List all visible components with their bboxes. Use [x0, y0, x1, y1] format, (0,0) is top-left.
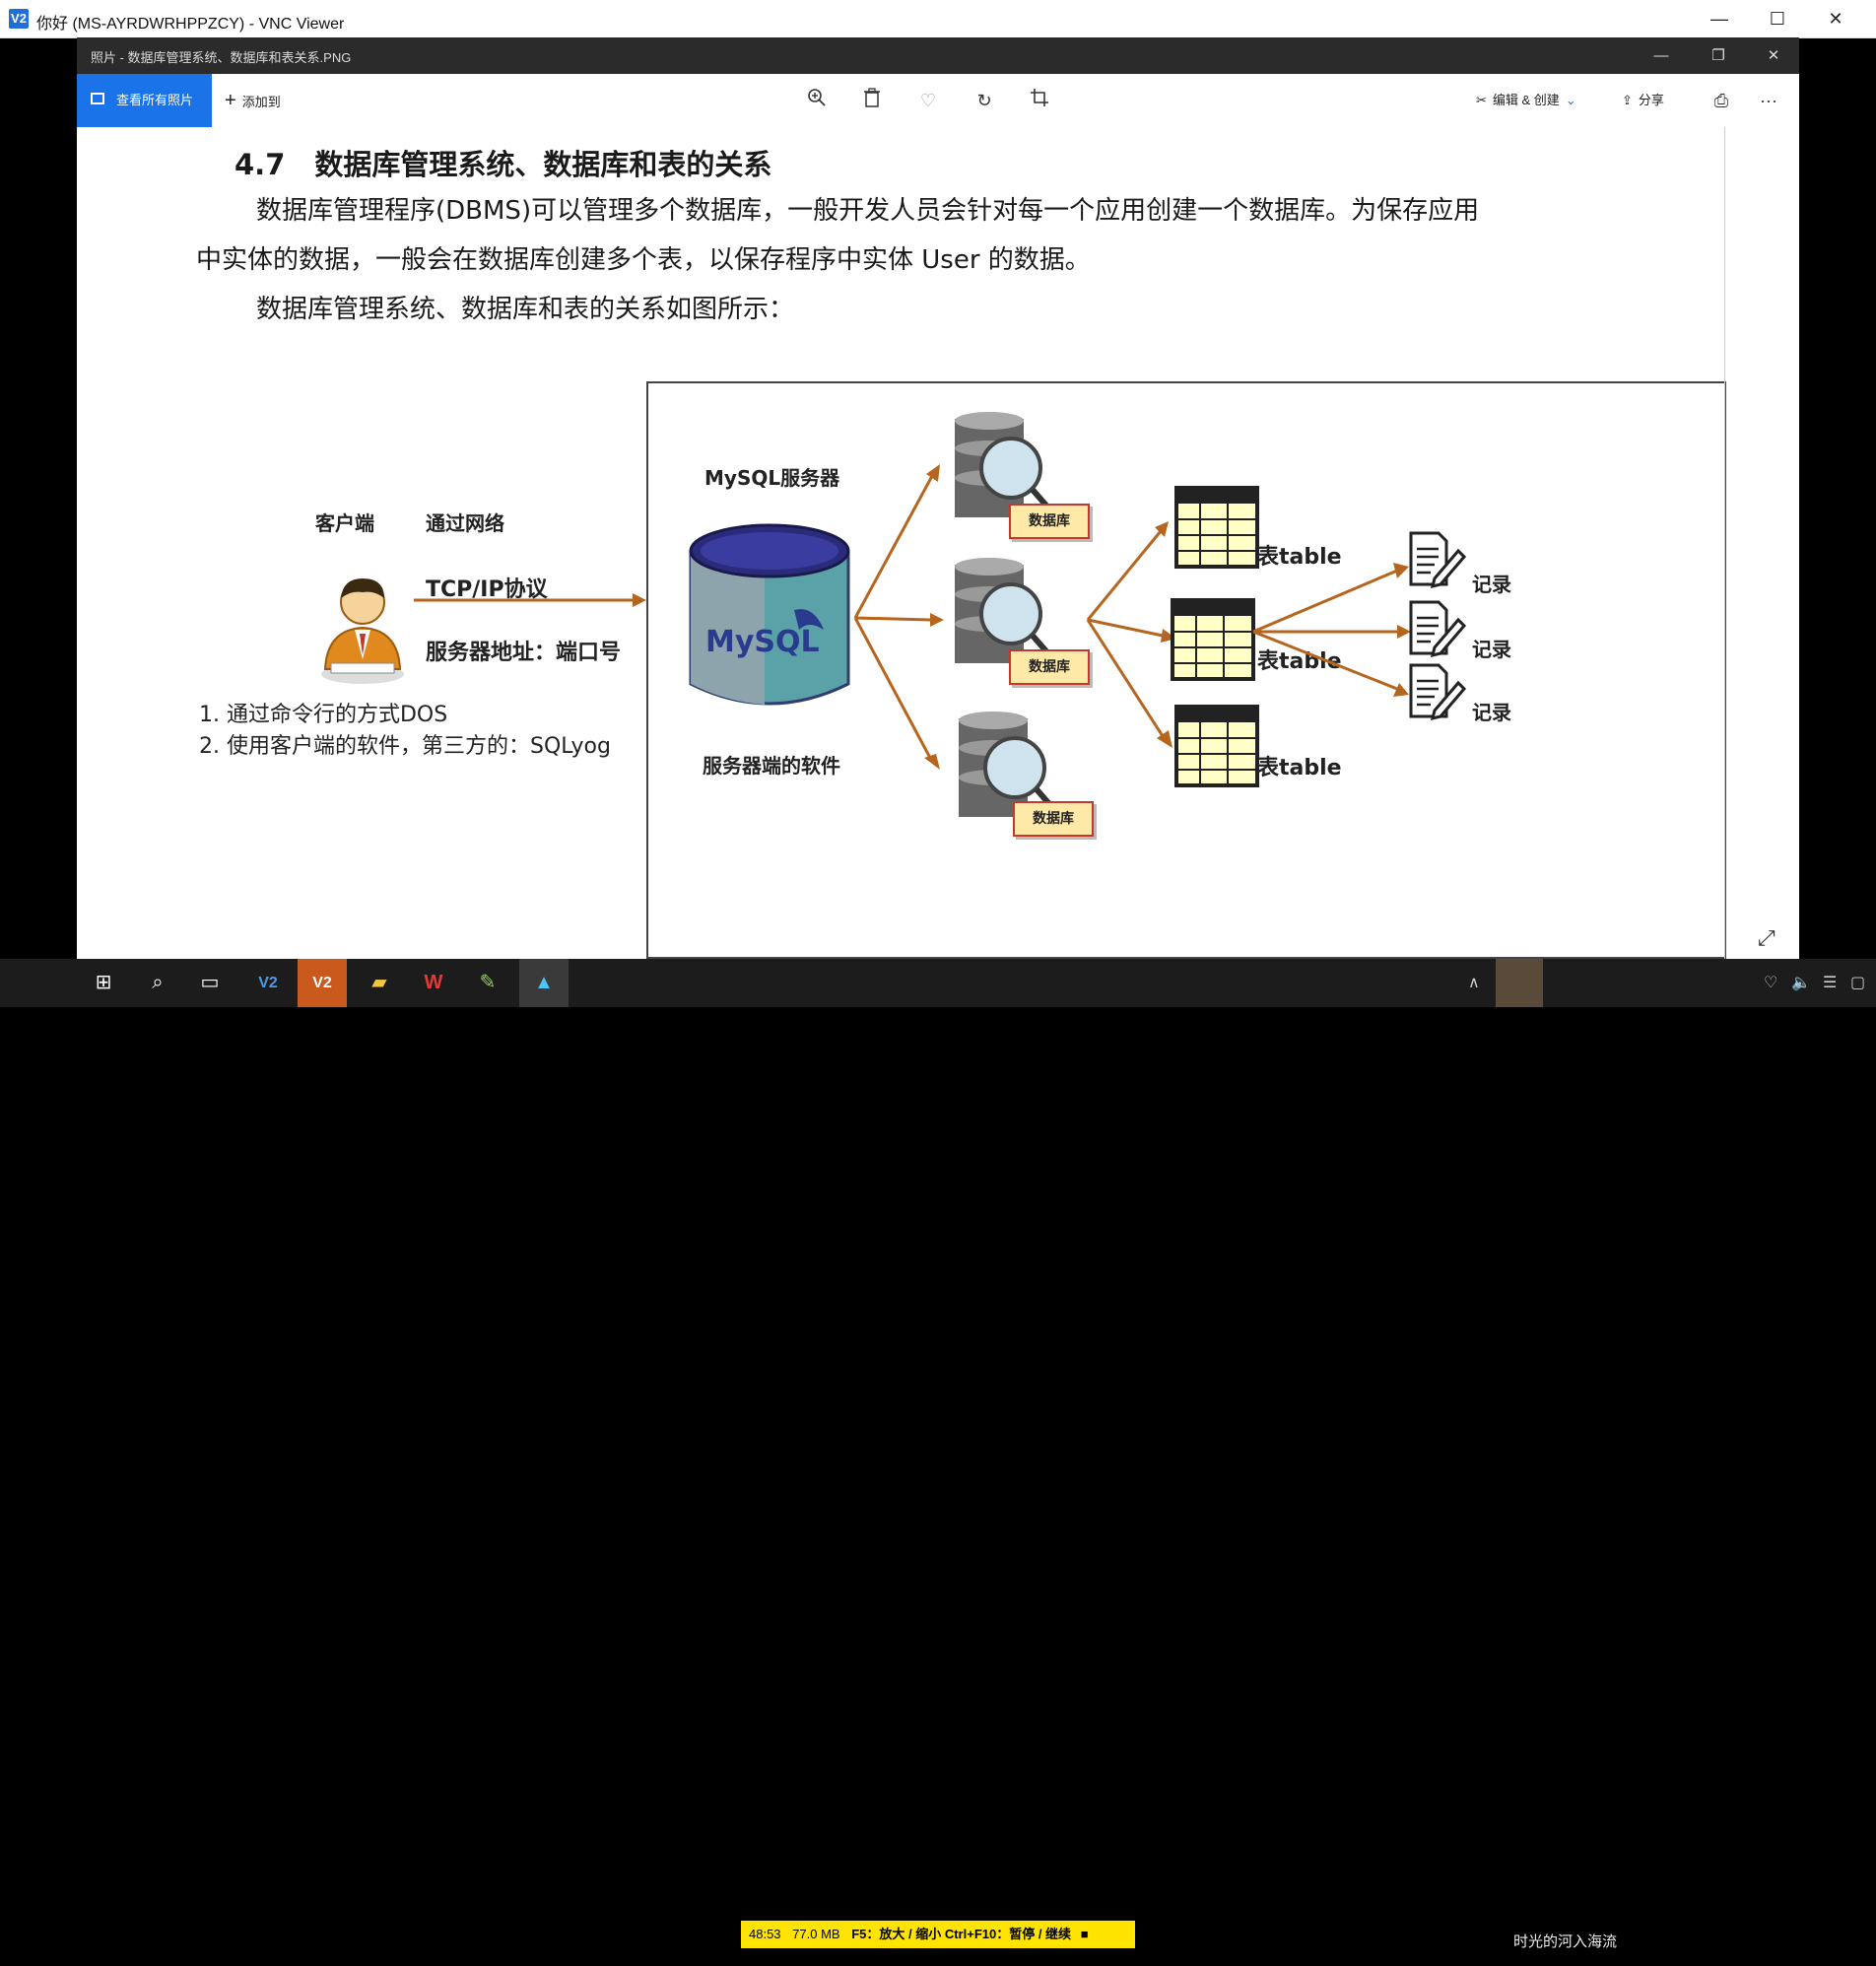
- start-windows-icon[interactable]: ⊞: [95, 972, 112, 993]
- photos-minimize-button[interactable]: —: [1653, 47, 1669, 64]
- photos-toolbar: 查看所有照片 + 添加到 ♡ ↻ ✂ 编辑 & 创建 ⌄ ⇪ 分享 ⎙ ···: [77, 74, 1799, 127]
- notification-icon[interactable]: ▢: [1850, 975, 1866, 991]
- database-3-icon: [959, 712, 1052, 817]
- vnc-window-title: 你好 (MS-AYRDWRHPPZCY) - VNC Viewer: [36, 16, 345, 33]
- crop-icon[interactable]: [1027, 88, 1052, 113]
- status-hint: F5：放大 / 缩小 Ctrl+F10：暂停 / 继续: [851, 1927, 1072, 1941]
- vnc-taskbar-icon[interactable]: V2: [258, 975, 278, 991]
- database-1-icon: [955, 412, 1048, 517]
- plus-icon: +: [225, 90, 236, 111]
- add-to-button[interactable]: + 添加到: [225, 74, 281, 127]
- edit-icon: ✂: [1476, 93, 1487, 107]
- table-2-icon: [1171, 598, 1255, 681]
- status-time: 48:53: [749, 1927, 781, 1941]
- section-title: 数据库管理系统、数据库和表的关系: [314, 148, 772, 181]
- vnc-titlebar: V2 你好 (MS-AYRDWRHPPZCY) - VNC Viewer — ☐…: [0, 0, 1876, 38]
- table-1-icon: [1174, 486, 1259, 569]
- tray-chevron-up-icon[interactable]: ∧: [1468, 975, 1480, 991]
- table-1-label: 表table: [1257, 545, 1342, 570]
- share-button[interactable]: ⇪ 分享: [1622, 74, 1664, 127]
- view-all-label: 查看所有照片: [116, 93, 194, 107]
- file-explorer-icon[interactable]: ▰: [371, 972, 387, 993]
- edit-create-label: 编辑 & 创建: [1492, 93, 1560, 107]
- photos-restore-button[interactable]: ❐: [1711, 47, 1725, 64]
- record-1-icon: [1409, 531, 1466, 589]
- address-label: 服务器地址：端口号: [426, 641, 622, 665]
- photo-icon: [91, 93, 104, 104]
- search-icon[interactable]: ⌕: [152, 972, 164, 993]
- server-to-db-arrows: [853, 464, 944, 770]
- photos-title: 照片 - 数据库管理系统、数据库和表关系.PNG: [91, 50, 352, 65]
- method-2-label: 2. 使用客户端的软件，第三方的：SQLyog: [199, 734, 611, 759]
- view-all-photos-button[interactable]: 查看所有照片: [77, 74, 212, 127]
- paragraph-line-2: 中实体的数据，一般会在数据库创建多个表，以保存程序中实体 User 的数据。: [196, 245, 1091, 275]
- chevron-down-icon: ⌄: [1565, 93, 1576, 107]
- vnc-minimize-button[interactable]: —: [1710, 9, 1728, 29]
- mysql-logo-text: MySQL: [705, 625, 820, 659]
- user-person-icon: [321, 578, 404, 684]
- delete-icon[interactable]: [859, 88, 885, 113]
- record-1-label: 记录: [1472, 573, 1511, 596]
- network-label: 通过网络: [426, 511, 504, 535]
- table-to-record-arrows: [1252, 563, 1411, 697]
- photo-canvas: 4.7 数据库管理系统、数据库和表的关系 数据库管理程序(DBMS)可以管理多个数…: [77, 127, 1799, 959]
- section-heading: 4.7 数据库管理系统、数据库和表的关系: [234, 142, 771, 183]
- recording-status-bar: 48:53 77.0 MB F5：放大 / 缩小 Ctrl+F10：暂停 / 继…: [741, 1921, 1135, 1948]
- rotate-icon[interactable]: ↻: [976, 91, 992, 110]
- print-icon[interactable]: ⎙: [1713, 91, 1729, 110]
- volume-icon[interactable]: 🔈: [1791, 975, 1811, 991]
- like-heart-icon[interactable]: ♡: [1764, 975, 1778, 991]
- client-to-server-arrow: [414, 593, 646, 607]
- protocol-label: TCP/IP协议: [426, 577, 548, 602]
- photos-titlebar: 照片 - 数据库管理系统、数据库和表关系.PNG — ❐ ✕: [77, 37, 1799, 74]
- vnc-maximize-button[interactable]: ☐: [1769, 9, 1786, 29]
- method-1-label: 1. 通过命令行的方式DOS: [199, 703, 448, 727]
- status-size: 77.0 MB: [792, 1927, 840, 1941]
- paint-app-icon[interactable]: ✎: [479, 972, 497, 993]
- more-options-button[interactable]: ···: [1760, 91, 1777, 110]
- vnc-active-taskbar-icon[interactable]: V2: [298, 959, 347, 1007]
- music-title[interactable]: 时光的河入海流: [1513, 1933, 1618, 1950]
- mysql-server-label: MySQL服务器: [704, 466, 840, 490]
- database-2-icon: [955, 558, 1048, 663]
- vnc-logo-icon: V2: [9, 9, 29, 29]
- mysql-server-cylinder-icon: MySQL: [689, 523, 850, 706]
- photos-close-button[interactable]: ✕: [1767, 47, 1780, 64]
- record-2-label: 记录: [1472, 638, 1511, 661]
- music-album-avatar: [1496, 959, 1543, 1007]
- photos-taskbar-icon[interactable]: ▲: [519, 959, 569, 1007]
- share-label: 分享: [1638, 93, 1664, 107]
- image-right-edge: [1724, 127, 1725, 959]
- stop-square-icon[interactable]: ■: [1080, 1927, 1089, 1941]
- vnc-close-button[interactable]: ✕: [1828, 9, 1843, 29]
- windows-taskbar: ⊞ ⌕ ▭ V2 V2 ▰ W ✎ ▲ 48:53 77.0 MB F5：放大 …: [0, 959, 1876, 1950]
- edit-create-button[interactable]: ✂ 编辑 & 创建 ⌄: [1476, 74, 1576, 127]
- record-2-icon: [1409, 600, 1466, 658]
- section-number: 4.7: [234, 148, 286, 181]
- wps-office-icon[interactable]: W: [424, 972, 443, 993]
- paragraph-line-3: 数据库管理系统、数据库和表的关系如图所示：: [256, 295, 795, 324]
- relationship-diagram: MySQL服务器 服务器端的软件 MySQL: [646, 381, 1726, 959]
- share-icon: ⇪: [1622, 93, 1633, 107]
- task-view-icon[interactable]: ▭: [200, 972, 220, 993]
- playlist-icon[interactable]: ☰: [1823, 975, 1838, 991]
- table-3-icon: [1174, 705, 1259, 787]
- server-software-label: 服务器端的软件: [703, 754, 840, 778]
- record-3-label: 记录: [1472, 701, 1511, 724]
- database-3-tag: 数据库: [1013, 801, 1094, 837]
- client-label: 客户端: [315, 511, 374, 535]
- fullscreen-icon[interactable]: ⤢: [1758, 925, 1776, 950]
- photos-window: 照片 - 数据库管理系统、数据库和表关系.PNG — ❐ ✕ 查看所有照片 + 添…: [77, 37, 1799, 959]
- record-3-icon: [1409, 663, 1466, 721]
- add-to-label: 添加到: [241, 95, 281, 109]
- db-to-table-arrows: [1086, 521, 1176, 748]
- database-2-tag: 数据库: [1009, 649, 1090, 685]
- zoom-in-icon[interactable]: [804, 88, 830, 113]
- favorite-heart-icon[interactable]: ♡: [919, 91, 937, 110]
- paragraph-line-1: 数据库管理程序(DBMS)可以管理多个数据库，一般开发人员会针对每一个应用创建一…: [256, 196, 1480, 226]
- table-3-label: 表table: [1257, 756, 1342, 780]
- database-1-tag: 数据库: [1009, 504, 1090, 539]
